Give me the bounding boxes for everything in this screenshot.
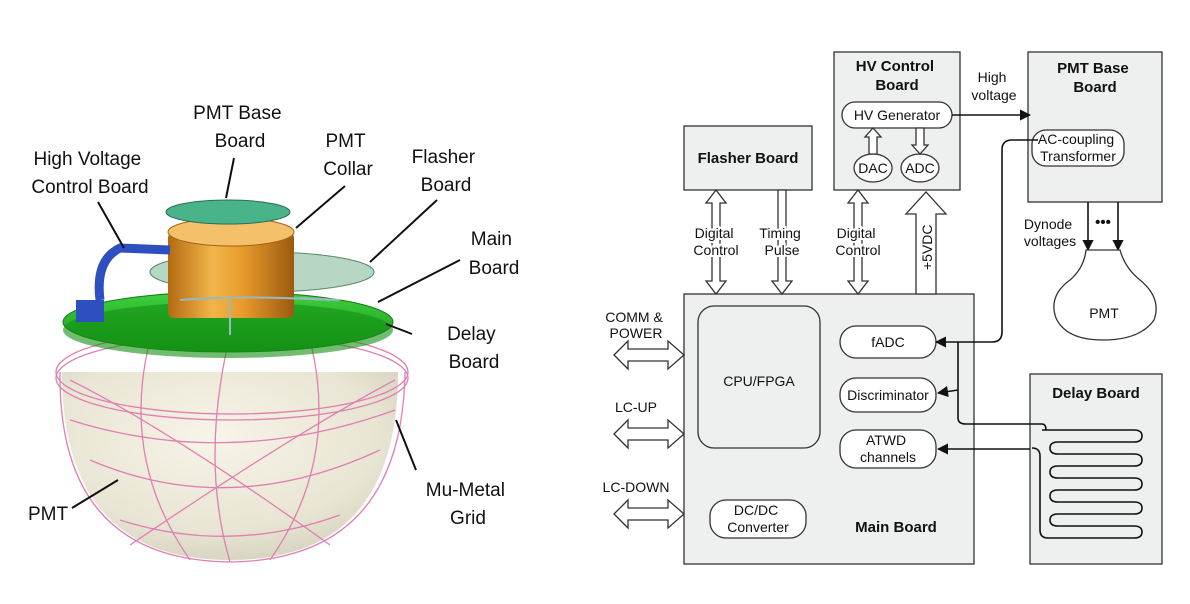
- dac-label: DAC: [858, 160, 888, 176]
- flasher-board-title: Flasher Board: [698, 150, 799, 167]
- hv-to-adc-arrow: [910, 127, 930, 155]
- dcdc-label: DC/DC Converter: [727, 502, 789, 535]
- label-pmt: PMT: [28, 504, 69, 525]
- digital-control-1-arrow: [704, 188, 728, 296]
- discriminator-box: [839, 377, 937, 413]
- cpu-fpga-label: CPU/FPGA: [723, 373, 795, 389]
- delay-board-title: Delay Board: [1052, 385, 1140, 402]
- dynode-voltages-label: Dynode voltages: [1024, 216, 1076, 249]
- ac-coupling-box: [1031, 129, 1125, 167]
- dynode-dots: •••: [1095, 214, 1111, 231]
- cpu-fpga-box: [697, 305, 821, 449]
- fadc-label: fADC: [871, 334, 904, 350]
- pmt-shape: [1053, 249, 1157, 341]
- label-pmt-collar: PMT Collar: [323, 131, 373, 180]
- hv-control-board-title: HV Control Board: [856, 58, 939, 94]
- high-voltage-label: High voltage: [971, 69, 1016, 103]
- pmt-globe: [62, 372, 398, 560]
- label-main-board: Main Board: [469, 229, 520, 279]
- digital-control-1-label: Digital Control: [693, 225, 738, 258]
- pmt-collar-body: [168, 232, 294, 318]
- pmt-base-board-title: PMT Base Board: [1057, 60, 1133, 96]
- comm-power-arrow: [613, 339, 685, 371]
- pmt-base-board-disk: [165, 199, 291, 225]
- plus5vdc-label: +5VDC: [919, 224, 935, 270]
- lc-down-label: LC-DOWN: [603, 479, 670, 495]
- pmt-label: PMT: [1089, 305, 1119, 321]
- adc-label: ADC: [905, 160, 935, 176]
- main-board-title: Main Board: [855, 519, 937, 536]
- label-mu-metal-grid: Mu-Metal Grid: [426, 480, 510, 529]
- delay-line-serpentine: [1031, 429, 1143, 539]
- label-pmt-base-board: PMT Base Board: [193, 103, 287, 152]
- lc-up-arrow: [613, 418, 685, 450]
- pmt-base-board-box: [1027, 51, 1163, 203]
- dac-to-hv-arrow: [863, 127, 883, 155]
- atwd-label: ATWD channels: [860, 432, 916, 465]
- comm-power-label: COMM & POWER: [605, 309, 666, 341]
- label-delay-board: Delay Board: [447, 324, 501, 373]
- hv-cable: [94, 243, 171, 301]
- atwd-box: [839, 429, 937, 469]
- plus5vdc-arrow: [904, 191, 948, 295]
- hv-generator-label: HV Generator: [854, 107, 941, 123]
- block-diagram: HV Control Board HV Generator DAC ADC Fl…: [603, 51, 1163, 565]
- lc-down-arrow: [613, 498, 685, 530]
- ac-coupling-label: AC-coupling Transformer: [1038, 131, 1118, 164]
- leader-lines: [71, 157, 461, 509]
- delay-board-box: [1029, 373, 1163, 565]
- lc-up-label: LC-UP: [615, 399, 657, 415]
- timing-pulse-arrow: [770, 189, 794, 296]
- label-hv-control-board: High Voltage Control Board: [31, 149, 148, 198]
- signal-to-fadc: [934, 139, 1038, 348]
- signal-to-discriminator: [936, 385, 959, 398]
- discriminator-label: Discriminator: [847, 387, 929, 403]
- assembly-illustration: [55, 157, 461, 563]
- timing-pulse-label: Timing Pulse: [759, 225, 804, 258]
- dcdc-box: [709, 499, 807, 539]
- signal-to-delay: [957, 341, 1047, 431]
- label-flasher-board: Flasher Board: [412, 147, 481, 196]
- digital-control-2-arrow: [846, 188, 870, 296]
- flasher-board-box: [683, 125, 813, 191]
- digital-control-2-label: Digital Control: [835, 225, 880, 258]
